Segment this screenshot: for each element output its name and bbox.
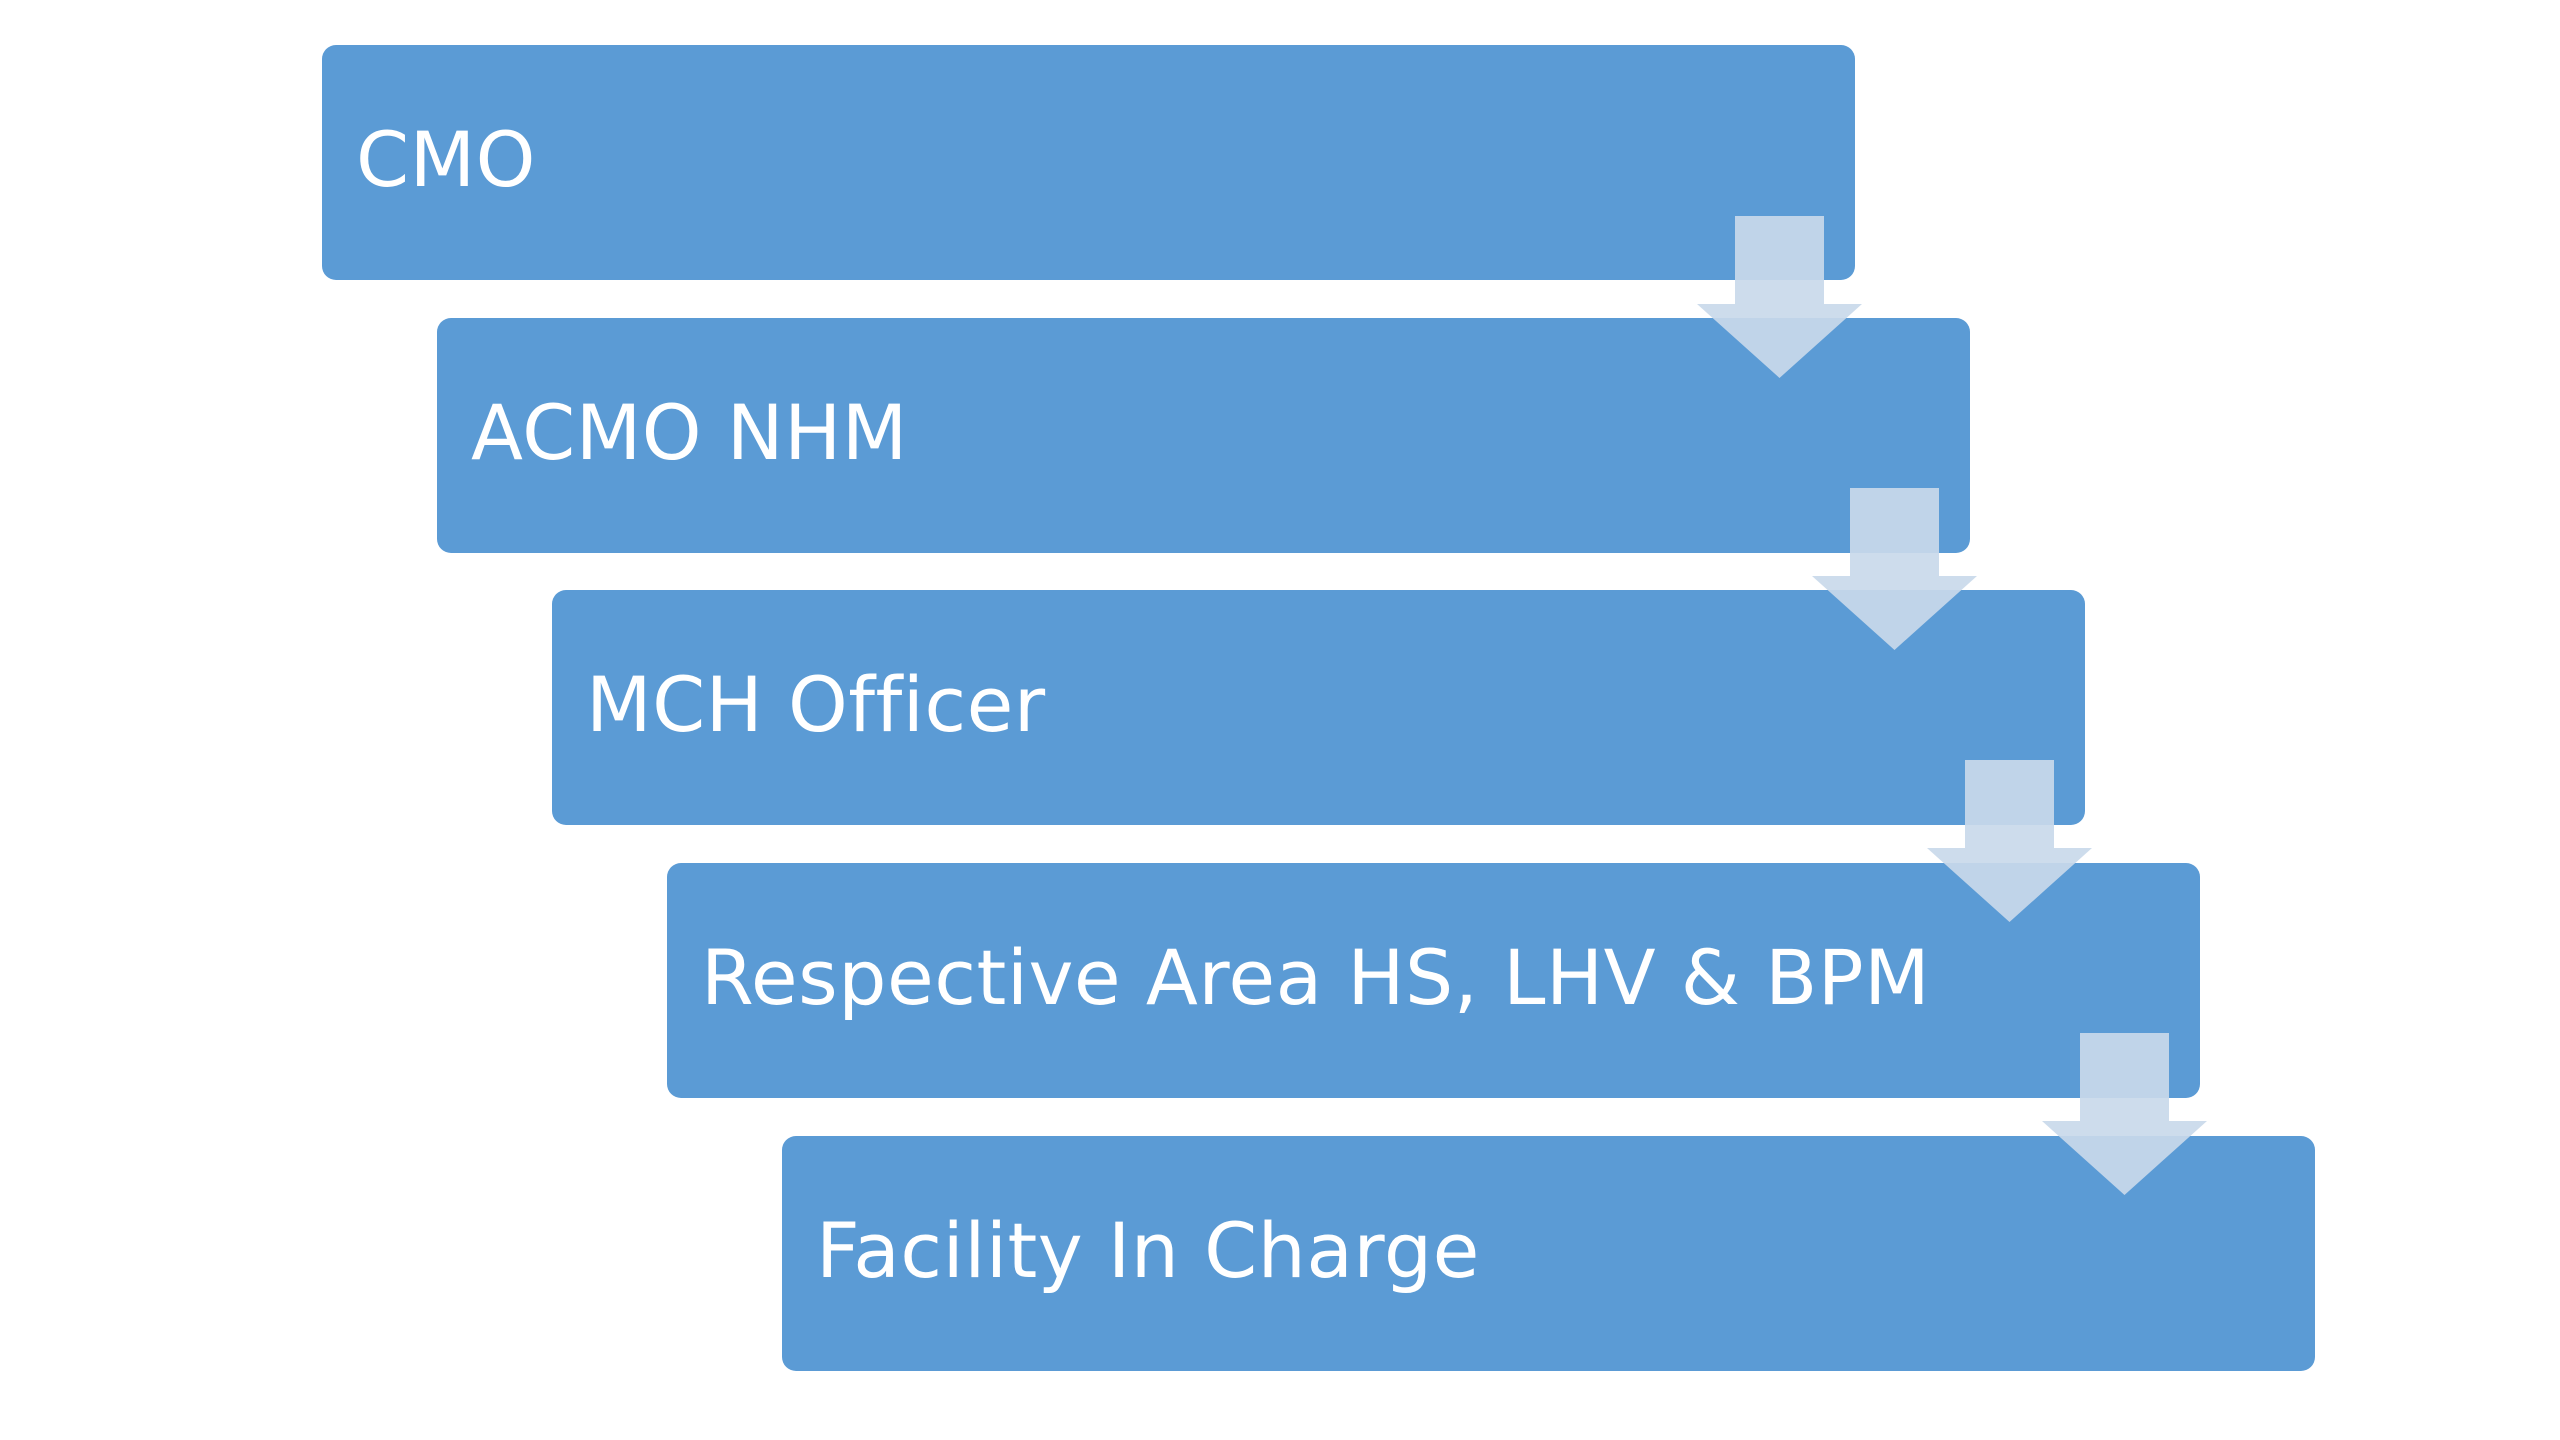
step-box-respective-area: Respective Area HS, LHV & BPM [667,863,2200,1098]
step-label-acmo-nhm: ACMO NHM [471,388,908,477]
down-arrow-icon [1927,760,2092,922]
step-box-acmo-nhm: ACMO NHM [437,318,1970,553]
step-label-facility-in-charge: Facility In Charge [816,1206,1480,1295]
step-box-mch-officer: MCH Officer [552,590,2085,825]
step-label-mch-officer: MCH Officer [586,660,1046,749]
step-box-facility-in-charge: Facility In Charge [782,1136,2315,1371]
down-arrow-icon [2042,1033,2207,1195]
down-arrow-icon [1812,488,1977,650]
down-arrow-icon [1697,216,1862,378]
step-box-cmo: CMO [322,45,1855,280]
step-label-respective-area: Respective Area HS, LHV & BPM [701,933,1931,1022]
step-label-cmo: CMO [356,115,536,204]
